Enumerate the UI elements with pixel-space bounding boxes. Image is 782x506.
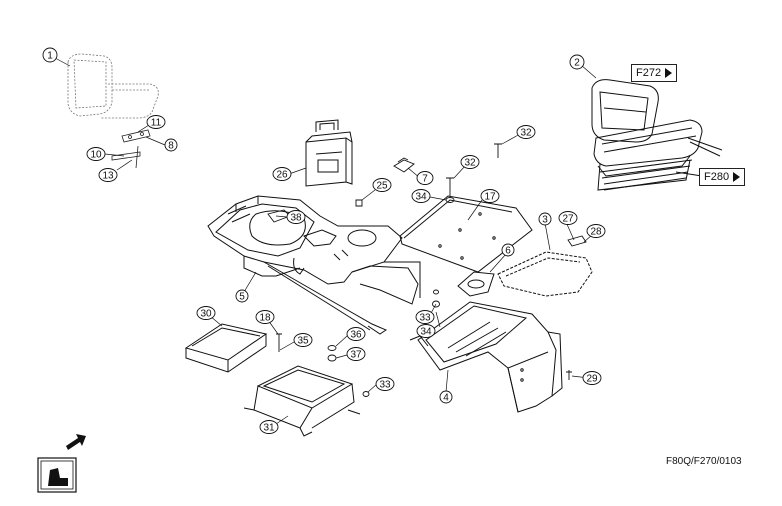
svg-text:2: 2 bbox=[574, 58, 580, 69]
play-arrow-icon bbox=[665, 68, 673, 79]
svg-text:10: 10 bbox=[90, 150, 102, 161]
callout-31: 31 bbox=[259, 420, 279, 434]
callout-29: 29 bbox=[582, 371, 602, 385]
part-tray-30 bbox=[184, 323, 268, 373]
callout-35: 35 bbox=[293, 333, 313, 347]
svg-text:29: 29 bbox=[586, 374, 598, 385]
washer-34b bbox=[432, 300, 440, 308]
callout-18: 18 bbox=[255, 310, 275, 324]
svg-text:33: 33 bbox=[379, 380, 391, 391]
callout-5: 5 bbox=[235, 289, 249, 303]
svg-text:18: 18 bbox=[259, 313, 271, 324]
ref-box-f272-label: F272 bbox=[636, 67, 662, 79]
callout-2: 2 bbox=[569, 54, 585, 70]
svg-text:30: 30 bbox=[200, 309, 212, 320]
part-hinge-bracket bbox=[111, 129, 151, 169]
callout-7: 7 bbox=[416, 171, 434, 185]
washer-36 bbox=[327, 345, 337, 351]
svg-text:37: 37 bbox=[350, 350, 362, 361]
callout-4: 4 bbox=[439, 390, 453, 404]
svg-text:28: 28 bbox=[590, 227, 602, 238]
svg-text:33: 33 bbox=[770, 492, 782, 503]
callout-33b: 33 bbox=[375, 377, 395, 391]
callout-27: 27 bbox=[558, 211, 578, 225]
part-floor-frame-5 bbox=[207, 195, 421, 335]
play-arrow-icon bbox=[733, 172, 741, 183]
svg-text:31: 31 bbox=[263, 423, 275, 434]
bolt-18 bbox=[276, 333, 282, 352]
part-toolbox-26 bbox=[305, 119, 353, 187]
svg-text:25: 25 bbox=[376, 181, 388, 192]
callout-34a: 34 bbox=[411, 189, 431, 203]
callout-36: 36 bbox=[346, 327, 366, 341]
bolt-25 bbox=[355, 199, 363, 207]
part-seat-frame-31 bbox=[243, 365, 361, 437]
callouts: 1 2 3 4 5 6 7 8 10 11 13 17 18 25 26 27 … bbox=[42, 47, 782, 503]
ref-box-f280[interactable]: F280 bbox=[699, 168, 746, 186]
part-cover-6 bbox=[457, 271, 495, 297]
svg-text:4: 4 bbox=[443, 393, 449, 404]
callout-25: 25 bbox=[372, 178, 392, 192]
washer-33a bbox=[433, 289, 439, 295]
callout-11: 11 bbox=[146, 115, 166, 129]
callout-30: 30 bbox=[196, 306, 216, 320]
drawing-code: F80Q/F270/0103 bbox=[666, 456, 742, 467]
svg-text:11: 11 bbox=[151, 118, 162, 129]
svg-text:17: 17 bbox=[484, 192, 496, 203]
svg-text:1: 1 bbox=[47, 51, 53, 62]
svg-text:6: 6 bbox=[505, 246, 511, 257]
washer-33b bbox=[362, 391, 370, 397]
callout-37: 37 bbox=[346, 347, 366, 361]
seat-location-icon bbox=[37, 457, 77, 493]
svg-text:34: 34 bbox=[415, 192, 427, 203]
callout-32a: 32 bbox=[516, 125, 536, 139]
callout-26: 26 bbox=[272, 167, 292, 181]
svg-text:33: 33 bbox=[419, 313, 431, 324]
callout-17: 17 bbox=[480, 189, 500, 203]
svg-text:13: 13 bbox=[102, 171, 114, 182]
callout-38: 38 bbox=[286, 210, 306, 224]
svg-text:26: 26 bbox=[276, 170, 288, 181]
svg-text:5: 5 bbox=[239, 292, 245, 303]
svg-text:32: 32 bbox=[520, 128, 532, 139]
part-floor-plate-17 bbox=[399, 195, 533, 273]
svg-text:36: 36 bbox=[350, 330, 362, 341]
washer-37 bbox=[327, 354, 337, 362]
svg-text:38: 38 bbox=[290, 213, 302, 224]
callout-34b: 34 bbox=[416, 324, 436, 338]
callout-1: 1 bbox=[42, 47, 58, 63]
svg-text:35: 35 bbox=[297, 336, 309, 347]
svg-text:32: 32 bbox=[464, 158, 476, 169]
leader-lines bbox=[54, 57, 597, 425]
part-clip-7 bbox=[393, 157, 415, 173]
bolt-32b bbox=[494, 143, 502, 158]
part-seat-cushion-1 bbox=[67, 53, 159, 119]
svg-text:7: 7 bbox=[422, 174, 428, 185]
bolt-29 bbox=[566, 370, 572, 380]
ref-box-f272[interactable]: F272 bbox=[631, 64, 678, 82]
svg-text:34: 34 bbox=[420, 327, 432, 338]
part-suspension-seat-2 bbox=[591, 79, 723, 191]
callout-33a: 33 bbox=[415, 310, 435, 324]
part-plate-27 bbox=[567, 235, 587, 247]
callout-28: 28 bbox=[586, 224, 606, 238]
callout-32b: 32 bbox=[460, 155, 480, 169]
front-direction-arrow-icon bbox=[66, 434, 86, 450]
svg-text:27: 27 bbox=[562, 214, 574, 225]
bolt-32a bbox=[446, 177, 454, 196]
svg-text:8: 8 bbox=[168, 141, 174, 152]
part-floor-mat-3 bbox=[497, 251, 593, 297]
callout-8: 8 bbox=[164, 138, 178, 152]
callout-6: 6 bbox=[501, 243, 515, 257]
callout-3: 3 bbox=[538, 212, 552, 226]
callout-10: 10 bbox=[86, 147, 106, 161]
svg-text:3: 3 bbox=[542, 215, 548, 226]
callout-13: 13 bbox=[98, 168, 118, 182]
ref-box-f280-label: F280 bbox=[704, 171, 730, 183]
